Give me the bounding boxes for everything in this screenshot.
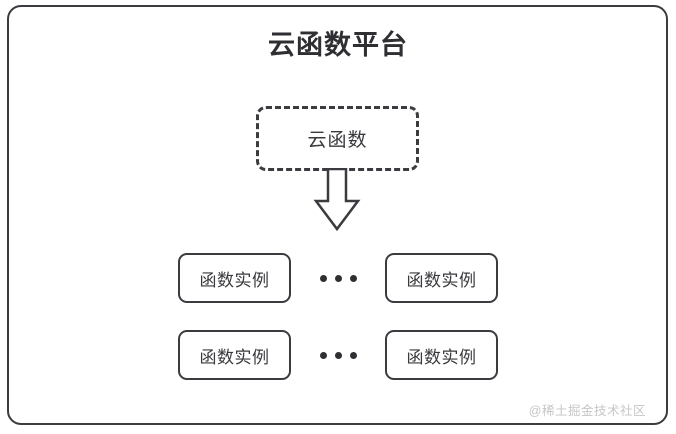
instance-row: 函数实例 函数实例 xyxy=(0,330,676,380)
function-instance-label: 函数实例 xyxy=(199,347,270,367)
function-instance-box[interactable]: 函数实例 xyxy=(385,253,498,303)
ellipsis-dot xyxy=(349,351,357,359)
function-instance-box[interactable]: 函数实例 xyxy=(385,330,498,380)
down-block-arrow-icon xyxy=(313,167,361,232)
ellipsis-dot xyxy=(334,274,342,282)
function-instance-box[interactable]: 函数实例 xyxy=(178,253,291,303)
function-instance-box[interactable]: 函数实例 xyxy=(178,330,291,380)
ellipsis-dot xyxy=(349,274,357,282)
function-instance-label: 函数实例 xyxy=(406,270,477,290)
function-instance-label: 函数实例 xyxy=(199,270,270,290)
cloud-function-node: 云函数 xyxy=(256,106,419,171)
ellipsis-dot xyxy=(334,351,342,359)
function-instance-label: 函数实例 xyxy=(406,347,477,367)
page-title: 云函数平台 xyxy=(268,30,408,60)
ellipsis-dot xyxy=(319,274,327,282)
instance-row: 函数实例 函数实例 xyxy=(0,253,676,303)
watermark: @稀土掘金技术社区 xyxy=(528,404,646,418)
instance-ellipsis xyxy=(291,351,385,359)
ellipsis-dot xyxy=(319,351,327,359)
cloud-function-label: 云函数 xyxy=(307,130,368,151)
instance-ellipsis xyxy=(291,274,385,282)
